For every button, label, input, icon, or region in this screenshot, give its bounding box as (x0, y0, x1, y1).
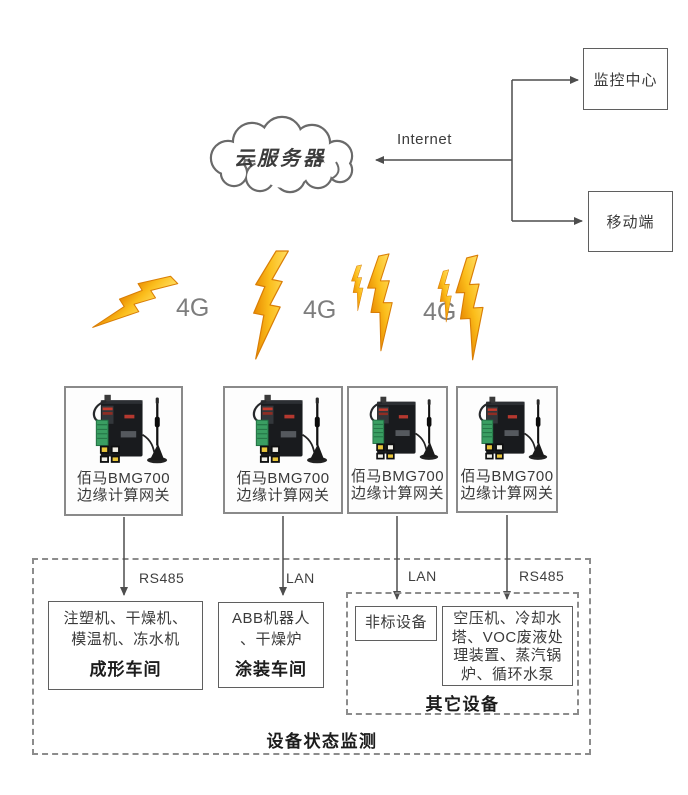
gateway-caption-line2: 边缘计算网关 (236, 486, 330, 504)
link-protocol-label: RS485 (139, 570, 185, 586)
monitoring-zone-title: 设备状态监测 (266, 732, 378, 751)
nonstandard-equipment-box: 非标设备 (355, 606, 437, 641)
lightning-bolt-icon (90, 262, 179, 348)
forming-workshop-box: 注塑机、干燥机、 模温机、冻水机 成形车间 (48, 601, 203, 690)
painting-workshop-name: 涂装车间 (235, 660, 307, 679)
mobile-terminal-node: 移动端 (588, 191, 673, 252)
lightning-bolt-icon (432, 254, 503, 361)
lightning-bolt-icon (253, 250, 289, 360)
forming-workshop-name: 成形车间 (89, 660, 162, 679)
other-devices-line4: 炉、循环水泵 (460, 665, 554, 683)
gateway-node-4: 佰马BMG700 边缘计算网关 (456, 386, 558, 513)
gateway-device-icon (478, 395, 549, 461)
other-equipment-list-box: 空压机、冷却水 塔、VOC废液处 理装置、蒸汽锅 炉、循环水泵 (442, 606, 573, 686)
monitor-center-label: 监控中心 (593, 71, 658, 89)
gateway-device-icon (252, 393, 328, 465)
wireless-4g-label: 4G (176, 294, 210, 322)
equipment-monitoring-zone (32, 558, 591, 755)
forming-devices-line2: 模温机、冻水机 (71, 631, 180, 648)
gateway-node-1: 佰马BMG700 边缘计算网关 (64, 386, 183, 516)
other-devices-line1: 空压机、冷却水 (453, 610, 562, 627)
cloud-icon (209, 115, 354, 194)
gateway-device-icon (369, 395, 439, 461)
gateway-node-3: 佰马BMG700 边缘计算网关 (347, 386, 448, 514)
nonstandard-equipment-label: 非标设备 (364, 614, 427, 631)
other-equipment-zone-title: 其它设备 (425, 695, 500, 714)
gateway-caption-line1: 佰马BMG700 (236, 470, 330, 487)
other-devices-line3: 理装置、蒸汽锅 (453, 647, 562, 664)
link-protocol-label: RS485 (519, 568, 565, 584)
gateway-caption-line1: 佰马BMG700 (460, 468, 554, 485)
painting-devices-line1: ABB机器人 (231, 610, 310, 627)
forming-devices-line1: 注塑机、干燥机、 (63, 610, 188, 627)
gateway-caption-line2: 边缘计算网关 (350, 484, 444, 502)
link-protocol-label: LAN (408, 568, 437, 584)
gateway-caption-line1: 佰马BMG700 (350, 468, 445, 485)
internet-label: Internet (397, 131, 452, 148)
wireless-4g-label: 4G (303, 296, 337, 324)
painting-devices-line2: 、干燥炉 (239, 631, 302, 648)
gateway-caption-line2: 边缘计算网关 (460, 484, 554, 502)
cloud-server-label: 云服务器 (234, 148, 326, 170)
other-equipment-zone (346, 592, 579, 715)
cloud-server-node: 云服务器 (190, 114, 370, 198)
gateway-node-2: 佰马BMG700 边缘计算网关 (223, 386, 343, 514)
other-devices-line2: 塔、VOC废液处 (451, 628, 564, 646)
mobile-terminal-label: 移动端 (606, 214, 655, 231)
link-protocol-label: LAN (286, 570, 315, 586)
lightning-bolt-icon (347, 253, 409, 352)
wireless-4g-label: 4G (423, 298, 457, 326)
painting-workshop-box: ABB机器人 、干燥炉 涂装车间 (218, 602, 324, 688)
gateway-caption-line1: 佰马BMG700 (76, 470, 171, 487)
gateway-caption-line2: 边缘计算网关 (76, 486, 170, 504)
gateway-device-icon (92, 393, 169, 465)
monitor-center-node: 监控中心 (583, 48, 668, 110)
